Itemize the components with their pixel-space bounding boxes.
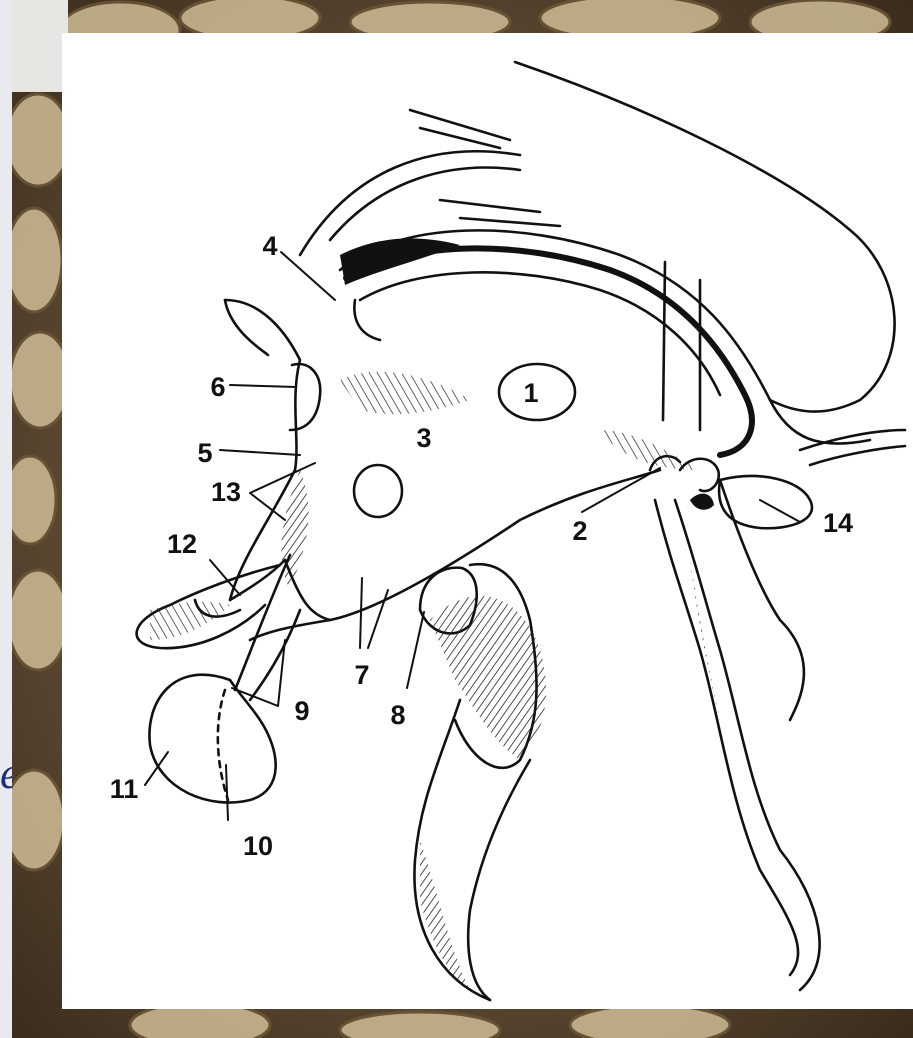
label-9: 9 [294,696,309,726]
label-8: 8 [390,700,405,730]
label-2: 2 [572,516,587,546]
cerebral-outline [515,62,895,412]
label-6: 6 [210,372,225,402]
label-14: 14 [823,508,853,538]
label-7: 7 [354,660,369,690]
anatomy-drawing: 1 2 3 4 5 6 7 8 9 10 11 12 13 14 [62,33,913,1009]
anatomy-plate: 1 2 3 4 5 6 7 8 9 10 11 12 13 14 [62,33,913,1009]
label-11: 11 [110,774,139,804]
label-13: 13 [211,477,241,507]
label-3: 3 [416,423,431,453]
panel-glyph: e [0,752,12,796]
label-5: 5 [197,438,212,468]
label-10: 10 [243,831,273,861]
label-1: 1 [523,378,538,408]
label-12: 12 [167,529,197,559]
interthalamic-adhesion [354,465,402,517]
label-4: 4 [262,231,277,261]
pituitary [149,675,275,803]
overlay-panel-left: e [0,0,12,1038]
